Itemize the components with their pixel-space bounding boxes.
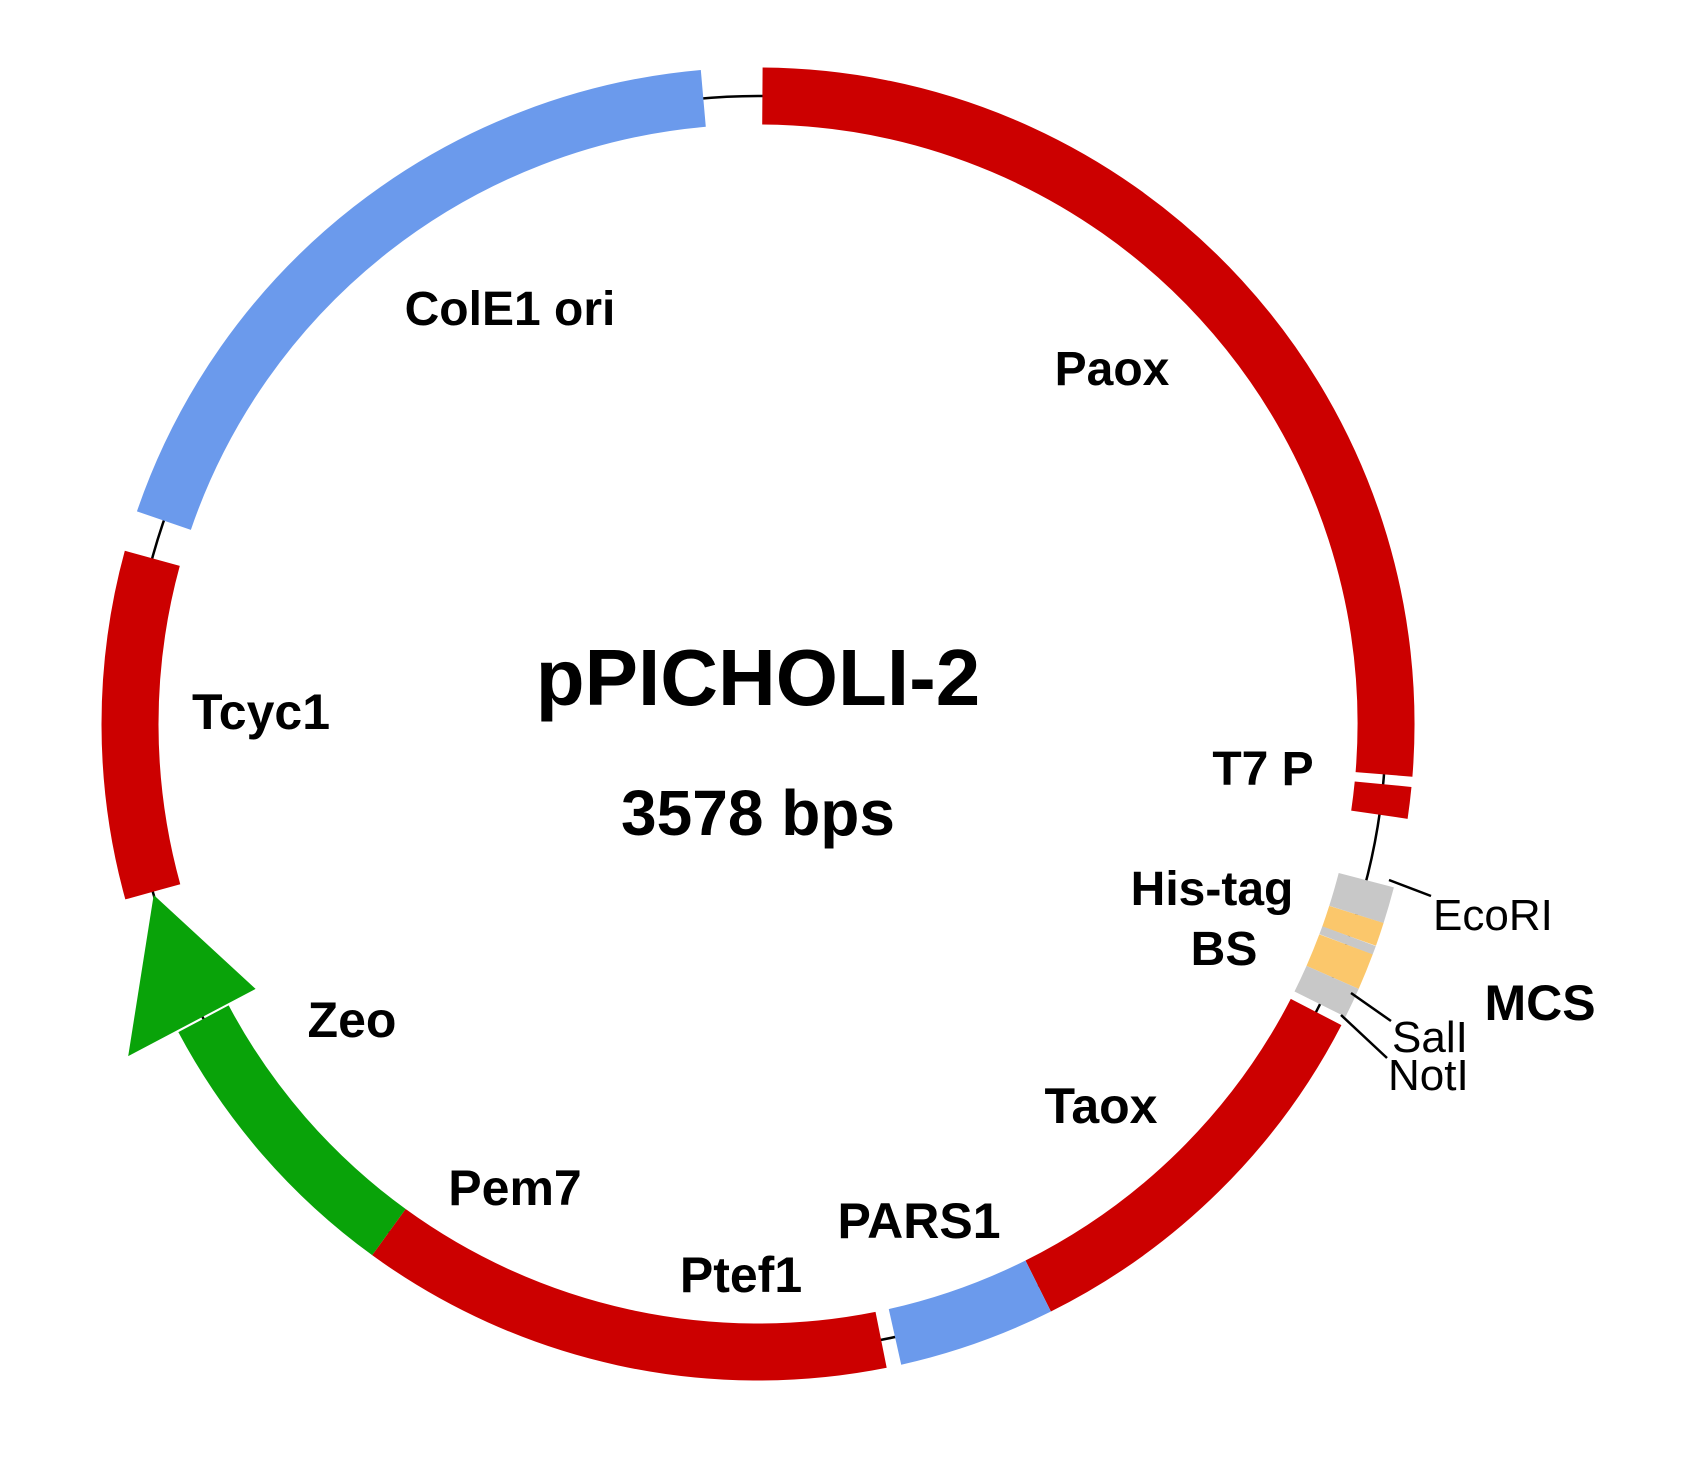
zeo-arrowhead-icon: [128, 895, 256, 1057]
label-mcs: MCS: [1484, 975, 1595, 1031]
segment-ptef1-pem7: [372, 1209, 887, 1381]
plasmid-title: pPICHOLI-2: [536, 633, 980, 722]
label-pem7: Pem7: [448, 1160, 581, 1216]
ecori-leader-line: [1388, 878, 1432, 898]
sali-leader-line: [1350, 991, 1392, 1023]
segment-t7-promoter: [1351, 781, 1412, 819]
segment-pars1: [888, 1260, 1051, 1365]
label-his-tag: His-tag: [1131, 863, 1294, 916]
feature-arcs: [101, 67, 1415, 1381]
label-cole1-ori: ColE1 ori: [405, 283, 616, 336]
noti-leader-line: [1340, 1014, 1388, 1059]
segment-taox: [1025, 998, 1342, 1312]
segment-bs-gray-upper: [1329, 872, 1394, 924]
segment-zeo-body: [178, 1005, 406, 1256]
label-ptef1: Ptef1: [680, 1247, 802, 1303]
label-taox: Taox: [1045, 1078, 1158, 1134]
segment-bs-gray-lower: [1294, 965, 1359, 1017]
label-tcyc1: Tcyc1: [192, 684, 330, 740]
label-noti: NotI: [1388, 1051, 1469, 1100]
segment-cole1-ori: [136, 70, 706, 530]
label-ecori: EcoRI: [1433, 891, 1553, 940]
label-pars1: PARS1: [837, 1193, 1000, 1249]
segment-paox: [762, 67, 1415, 777]
segment-gray-divider: [1319, 926, 1376, 955]
label-sali: SalI: [1392, 1013, 1468, 1062]
label-paox: Paox: [1055, 343, 1170, 396]
segment-his-tag-orange-2: [1306, 934, 1373, 989]
plasmid-size: 3578 bps: [621, 777, 895, 849]
segment-tcyc1: [101, 550, 181, 900]
label-bs: BS: [1191, 923, 1258, 976]
label-t7-promoter: T7 P: [1212, 743, 1313, 796]
segment-his-tag-orange-1: [1322, 905, 1384, 946]
label-zeo: Zeo: [308, 992, 397, 1048]
